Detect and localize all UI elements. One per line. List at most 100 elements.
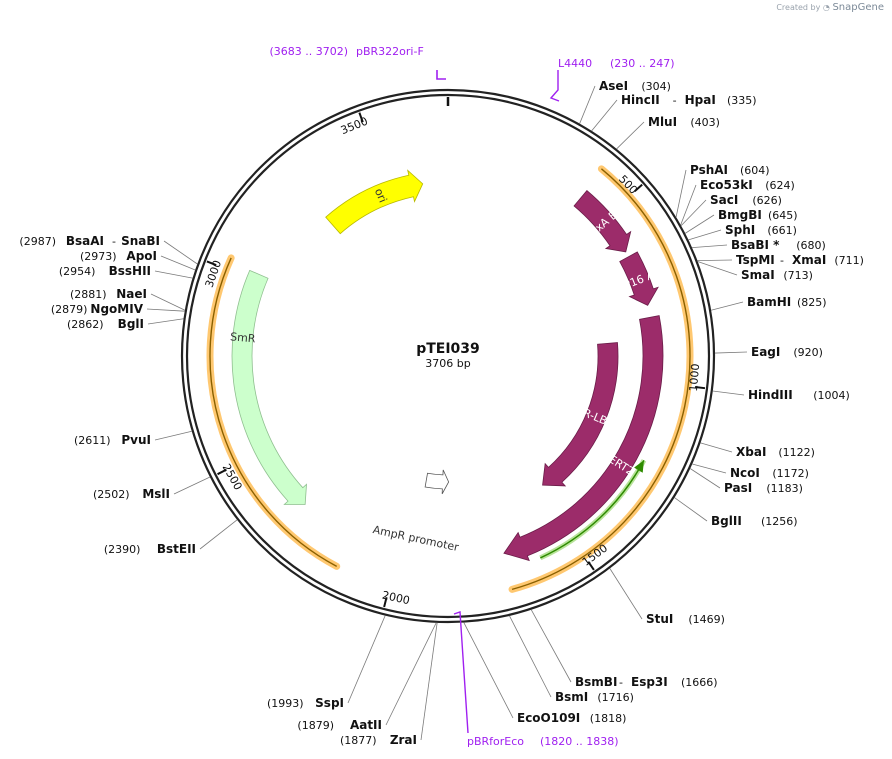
site-bsaAI-name: BsaAI xyxy=(66,234,104,248)
ruler-tick xyxy=(694,385,706,390)
site-bsmBI-pos: (1666) xyxy=(681,676,718,689)
primer-pbrforeco-mark xyxy=(453,611,469,734)
leader-sacI xyxy=(680,199,707,227)
leader-bsaBI xyxy=(691,244,728,249)
site-aseI-name: AseI xyxy=(599,79,628,93)
site-naeI-pos: (2881) xyxy=(70,288,107,301)
primer-l4440-name: L4440 xyxy=(558,57,592,70)
site-bsmI-pos: (1716) xyxy=(597,691,634,704)
site-mluI-pos: (403) xyxy=(690,116,720,129)
ruler-tick xyxy=(383,597,388,608)
leader-mslI xyxy=(173,476,211,495)
site-ngoMIV-pos: (2879) xyxy=(51,303,88,316)
site-bglI-pos: (2862) xyxy=(67,318,104,331)
site-ncoI-pos: (1172) xyxy=(772,467,809,480)
site-hindIII-pos: (1004) xyxy=(813,389,850,402)
leader-aseI xyxy=(579,85,596,124)
site-sacI-name: SacI xyxy=(710,193,738,207)
site-eagI-pos: (920) xyxy=(793,346,823,359)
feature-ampr xyxy=(424,469,450,495)
site-eco0109I-name: EcoO109I xyxy=(517,711,580,725)
primer-pbr322ori-pos: (3683 .. 3702) xyxy=(269,45,348,58)
site-bsmI-name: BsmI xyxy=(555,690,588,704)
backbone-inner xyxy=(185,93,711,619)
site-bsmBI-name: BsmBI xyxy=(575,675,617,689)
site-hincII-pos: (335) xyxy=(727,94,757,107)
highlight-line xyxy=(511,168,691,591)
site-smaI-pos: (713) xyxy=(783,269,813,282)
site-pasI-pos: (1183) xyxy=(766,482,803,495)
site-bstEII-pos: (2390) xyxy=(104,543,141,556)
leader-ncoI xyxy=(692,463,727,474)
leader-hincII xyxy=(591,99,618,132)
backbone-outer xyxy=(180,88,716,624)
leader-xbaI xyxy=(700,442,733,453)
site-bamHI-pos: (825) xyxy=(797,296,827,309)
feature-label-smr: SmR xyxy=(230,330,257,345)
site-hindIII-name: HindIII xyxy=(748,388,793,402)
leader-bssHII xyxy=(154,270,193,279)
plasmid-backbone xyxy=(180,88,716,624)
site-ngoMIV-name: NgoMIV xyxy=(90,302,143,316)
site-bsaAI-name2: SnaBI xyxy=(121,234,160,248)
site-sspI-name: SspI xyxy=(315,696,344,710)
site-bglI-name: BglI xyxy=(118,317,144,331)
site-bglII-pos: (1256) xyxy=(761,515,798,528)
leader-apoI xyxy=(160,255,196,271)
leader-bmgBI xyxy=(684,214,715,234)
leader-eco0109I xyxy=(463,622,514,719)
site-sphI-pos: (661) xyxy=(767,224,797,237)
feature-vp16 xyxy=(619,251,659,306)
site-xbaI-name: XbaI xyxy=(736,445,766,459)
site-zraI-pos: (1877) xyxy=(340,734,377,747)
leader-sspI xyxy=(347,615,386,704)
feature-erlbd xyxy=(542,342,619,487)
site-pvuI-name: PvuI xyxy=(121,433,151,447)
feature-smr xyxy=(231,269,307,505)
site-aatII-name: AatII xyxy=(350,718,382,732)
site-apoI-name: ApoI xyxy=(126,249,157,263)
site-bmgBI-pos: (645) xyxy=(768,209,798,222)
site-eco53kI-pos: (624) xyxy=(765,179,795,192)
leader-stuI xyxy=(609,568,643,620)
site-sacI-pos: (626) xyxy=(752,194,782,207)
site-xbaI-pos: (1122) xyxy=(778,446,815,459)
leader-smaI xyxy=(697,261,738,276)
leader-pasI xyxy=(689,468,721,489)
site-hincII-dash: - xyxy=(673,94,677,107)
feature-lexa xyxy=(573,190,632,253)
site-pshAI-pos: (604) xyxy=(740,164,770,177)
snapgene-logo-icon: ◔ xyxy=(822,3,830,12)
orf-arrowhead xyxy=(634,460,644,473)
leader-mluI xyxy=(616,121,645,150)
site-mluI-name: MluI xyxy=(648,115,677,129)
leader-bstEII xyxy=(199,519,238,550)
site-tspMI-name2: XmaI xyxy=(792,253,826,267)
leader-bsmI xyxy=(509,615,552,698)
site-smaI-name: SmaI xyxy=(741,268,775,282)
ruler-tick-label: 2000 xyxy=(381,589,411,608)
site-eco53kI-name: Eco53kI xyxy=(700,178,753,192)
primer-pbrforeco-pos: (1820 .. 1838) xyxy=(540,735,619,748)
site-naeI-name: NaeI xyxy=(116,287,147,301)
feature-ori xyxy=(325,169,424,235)
leader-sphI xyxy=(688,229,722,241)
plasmid-size: 3706 bp xyxy=(425,357,470,370)
leader-zraI xyxy=(420,622,438,741)
site-tspMI-dash: - xyxy=(780,254,784,267)
site-labels: AseI(304)HincII-HpaI(335)MluI(403)PshAI(… xyxy=(19,79,864,747)
site-bstEII-name: BstEII xyxy=(157,542,196,556)
leader-bglII xyxy=(674,497,708,522)
site-tspMI-name: TspMI xyxy=(736,253,775,267)
plasmid-name: pTEI039 xyxy=(416,341,480,357)
ruler-tick xyxy=(217,468,227,476)
site-bsaBI-name: BsaBI * xyxy=(731,238,780,252)
leader-bsmBI xyxy=(530,609,572,683)
site-bsmBI-name2: Esp3I xyxy=(631,675,668,689)
site-eco0109I-pos: (1818) xyxy=(590,712,627,725)
site-leader-lines xyxy=(146,85,748,741)
site-bsaAI-dash: - xyxy=(112,235,116,248)
primer-l4440-mark xyxy=(549,70,560,102)
leader-aatII xyxy=(385,622,437,726)
